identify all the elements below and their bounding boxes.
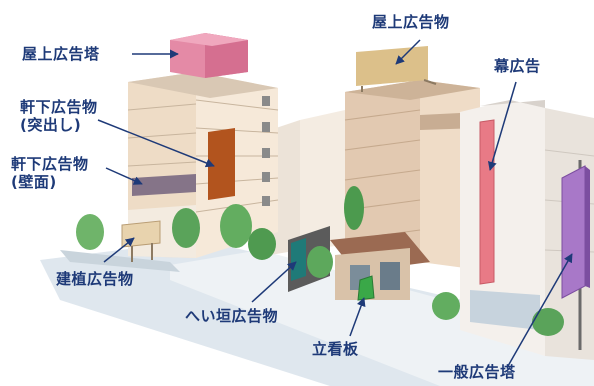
label-standing-sign: 立看板 [312, 340, 359, 358]
label-rooftop-sign: 屋上広告物 [372, 13, 450, 31]
leader-general-tower [507, 253, 573, 367]
label-rooftop-tower-text: 屋上広告塔 [22, 45, 100, 63]
projecting-sign [208, 128, 235, 200]
standing-sign [357, 275, 375, 301]
label-eave-wall-line1: 軒下広告物 [11, 155, 89, 173]
wall-sign [132, 174, 196, 196]
distant-building [270, 110, 345, 255]
label-pole-sign: 建植広告物 [56, 270, 134, 288]
label-general-tower-text: 一般広告塔 [438, 363, 516, 381]
label-eave-wall: 軒下広告物 (壁面) [11, 155, 89, 191]
label-eave-wall-line2: (壁面) [11, 173, 57, 191]
leader-wall [105, 167, 143, 185]
general-tower-sign [561, 160, 590, 350]
label-banner: 幕広告 [494, 57, 541, 75]
label-eave-projecting: 軒下広告物 (突出し) [20, 98, 98, 134]
leader-lines [97, 39, 573, 367]
trees [76, 186, 564, 336]
label-standing-sign-text: 立看板 [312, 340, 359, 358]
label-eave-projecting-line1: 軒下広告物 [20, 98, 98, 116]
label-banner-text: 幕広告 [494, 57, 541, 75]
left-building [127, 72, 279, 258]
leader-projecting [97, 119, 215, 168]
leader-banner [487, 81, 517, 171]
rooftop-billboard [356, 46, 437, 92]
label-rooftop-sign-text: 屋上広告物 [372, 13, 450, 31]
label-fence-sign-text: へい垣広告物 [185, 307, 279, 325]
label-general-tower: 一般広告塔 [438, 363, 516, 381]
leader-rooftop-sign [395, 39, 421, 65]
label-pole-sign-text: 建植広告物 [56, 270, 134, 288]
leader-pole [103, 237, 135, 263]
street [40, 240, 594, 386]
label-fence-sign: へい垣広告物 [185, 307, 278, 325]
label-rooftop-tower: 屋上広告塔 [22, 45, 100, 63]
label-eave-projecting-line2: (突出し) [20, 116, 82, 134]
banner-sign [479, 119, 495, 285]
leader-standing [349, 297, 366, 337]
leader-fence [251, 261, 297, 303]
shop-building [330, 232, 430, 300]
rooftop-tower-sign [170, 33, 248, 78]
